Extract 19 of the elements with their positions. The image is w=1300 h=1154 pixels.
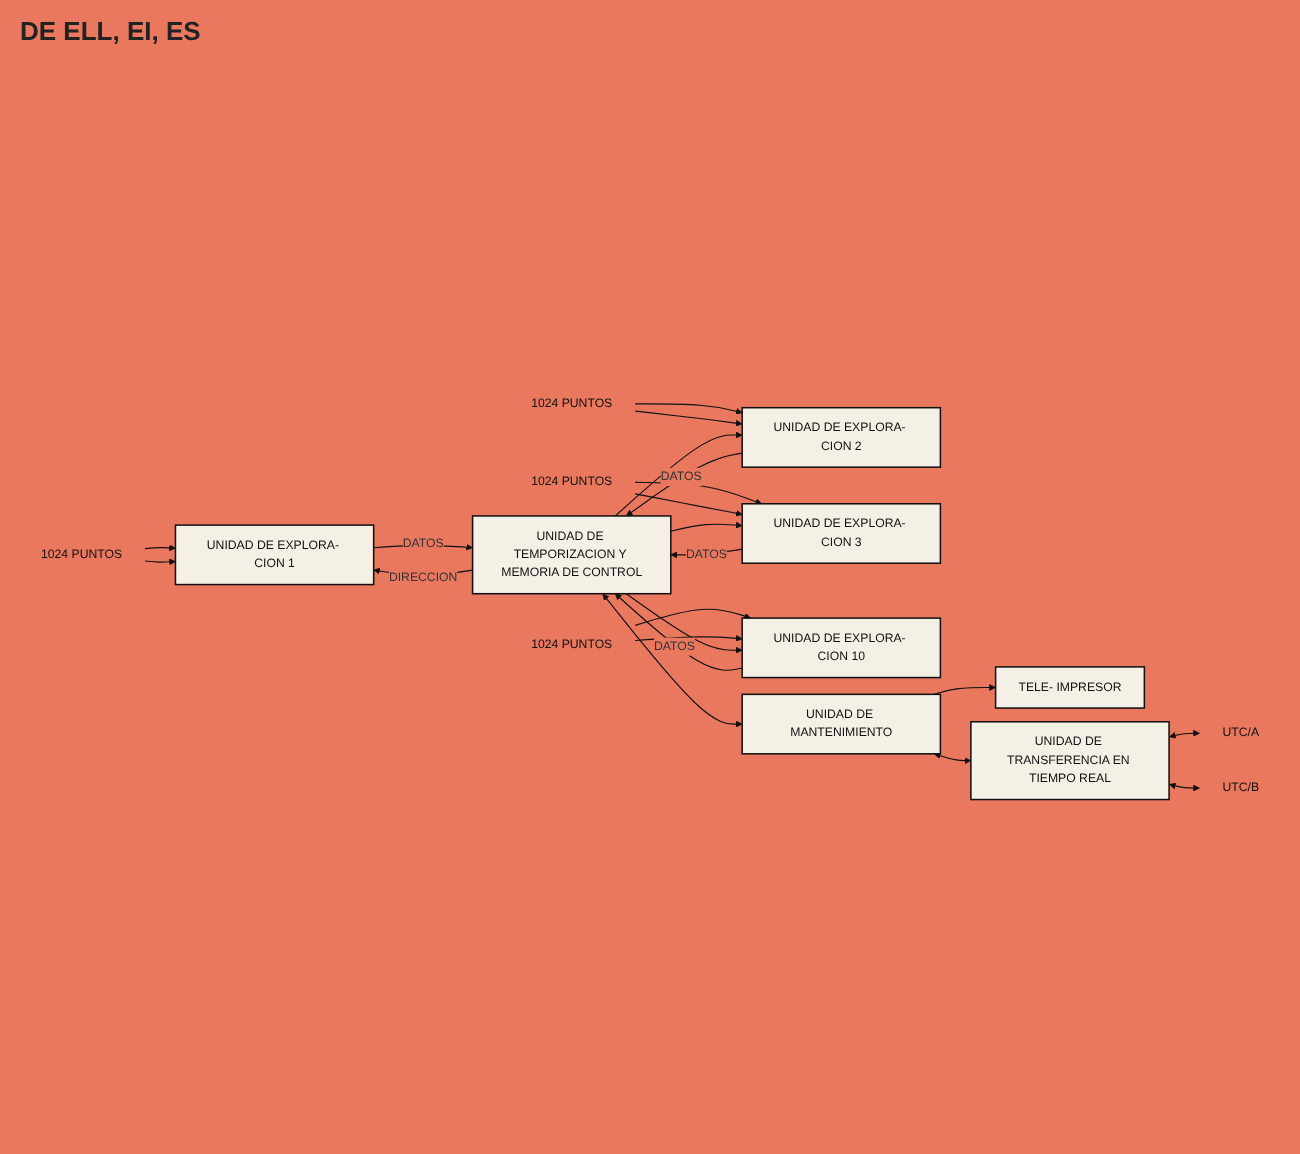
arrow [933,684,996,695]
arrow [670,521,743,532]
arrow [625,593,743,654]
arrow [614,431,743,517]
arrow [1169,782,1200,792]
bus-label: DE ELL, EI, ES [20,16,201,46]
arrow [634,608,751,626]
arrow [144,558,176,566]
arrow [634,635,743,642]
arrow [614,593,743,671]
arrow [144,544,176,552]
arrow [1169,729,1200,739]
arrow [634,403,743,415]
arrow [634,410,743,427]
arrow [625,452,743,517]
arrow [934,752,972,764]
arrow [634,481,762,505]
arrow [602,593,743,728]
arrow [634,493,743,517]
